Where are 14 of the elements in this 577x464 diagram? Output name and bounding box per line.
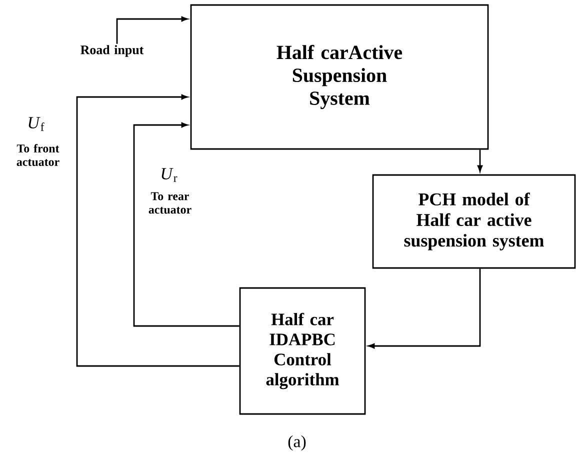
caption: (a) [288, 435, 306, 451]
arrow [76, 94, 240, 367]
block-box: PCH model of Half car active suspension system [372, 174, 576, 269]
arrow [133, 122, 240, 327]
input-label: Road input [80, 45, 144, 57]
arrow [368, 268, 481, 349]
arrow [477, 150, 483, 172]
block-box: Half carActive Suspension System [190, 4, 489, 150]
annotation-label: To rear actuator [148, 192, 192, 214]
annotation-label: To front actuator [16, 144, 60, 166]
edge-label: U$_{f}$ [28, 117, 44, 131]
block-box: Half car IDAPBC Control algorithm [239, 287, 366, 415]
edge-label: U$_{r}$ [162, 168, 178, 182]
arrow [116, 16, 188, 44]
